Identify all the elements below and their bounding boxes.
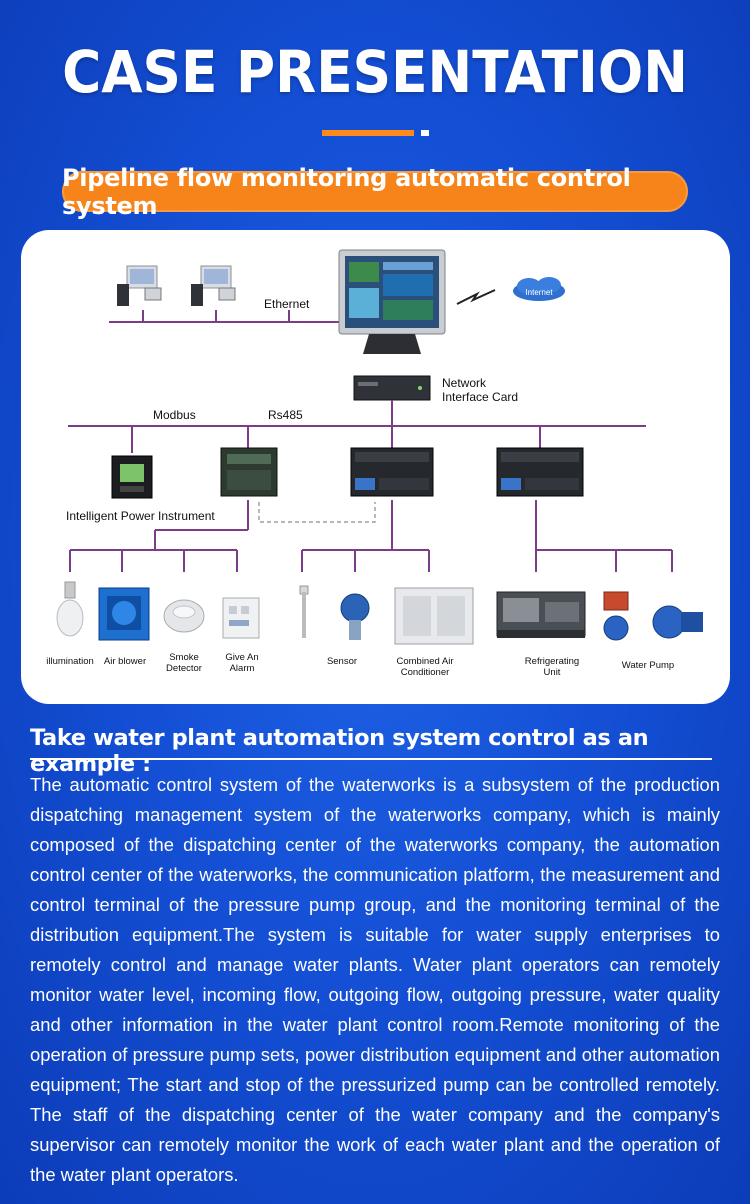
power-meter-icon bbox=[111, 455, 153, 499]
subtitle-pill: Pipeline flow monitoring automatic contr… bbox=[62, 164, 688, 220]
modbus-label: Modbus bbox=[153, 408, 196, 422]
alarm-label-line1: Give An bbox=[225, 652, 259, 663]
sensor-label: Sensor bbox=[326, 656, 358, 667]
title-underline-bar bbox=[322, 130, 414, 136]
power-instrument-label: Intelligent Power Instrument bbox=[66, 509, 215, 523]
smoke-detector-label-line1: Smoke bbox=[169, 652, 199, 663]
control-monitor-icon bbox=[338, 249, 446, 354]
alarm-label-line2: Alarm bbox=[229, 663, 255, 674]
smoke-detector-icon bbox=[163, 599, 205, 633]
network-card-label-line2: Interface Card bbox=[442, 390, 519, 404]
title-underline-dot bbox=[421, 130, 429, 136]
page-title: CASE PRESENTATION bbox=[62, 38, 688, 106]
air-blower-label: Air blower bbox=[103, 656, 147, 667]
device-branch-middle bbox=[301, 500, 430, 572]
system-diagram: Internet bbox=[56, 249, 703, 645]
workstation-icon bbox=[191, 265, 236, 306]
air-conditioner-label-line2: Conditioner bbox=[400, 667, 450, 678]
plc-controller-icon bbox=[496, 447, 584, 497]
network-interface-card-icon bbox=[353, 375, 431, 401]
article-heading: Take water plant automation system contr… bbox=[30, 725, 649, 777]
modbus-bus bbox=[68, 425, 646, 453]
alarm-panel-icon bbox=[222, 597, 260, 639]
ethernet-label: Ethernet bbox=[264, 297, 310, 311]
air-conditioner-icon bbox=[394, 587, 474, 645]
device-branch-right bbox=[535, 500, 673, 572]
device-branch-left bbox=[69, 500, 249, 572]
wireless-link-icon bbox=[456, 289, 496, 305]
sensor-icon bbox=[299, 585, 309, 638]
refrigerating-label-line1: Refrigerating bbox=[524, 656, 580, 667]
workstation-icon bbox=[117, 265, 162, 306]
heading-underline bbox=[30, 758, 712, 760]
light-bulb-icon bbox=[56, 581, 84, 637]
article-body: The automatic control system of the wate… bbox=[30, 774, 720, 1185]
internet-cloud-icon: Internet bbox=[513, 277, 565, 301]
refrigerating-label-line2: Unit bbox=[543, 667, 561, 678]
rs485-label: Rs485 bbox=[268, 408, 303, 422]
dashed-link bbox=[258, 502, 376, 523]
valve-icon bbox=[603, 591, 629, 641]
water-pump-label: Water Pump bbox=[621, 660, 675, 671]
controller-module-icon bbox=[220, 447, 278, 497]
pressure-transmitter-icon bbox=[340, 593, 370, 640]
air-blower-icon bbox=[98, 587, 150, 641]
network-card-label-line1: Network bbox=[442, 376, 487, 390]
air-conditioner-label-line1: Combined Air bbox=[396, 656, 454, 667]
illumination-label: illumination bbox=[46, 656, 94, 667]
refrigerating-unit-icon bbox=[496, 591, 586, 638]
internet-label: Internet bbox=[525, 288, 553, 297]
smoke-detector-label-line2: Detector bbox=[166, 663, 202, 674]
water-pump-icon bbox=[652, 605, 703, 639]
plc-controller-icon bbox=[350, 447, 434, 497]
system-diagram-panel: Internet bbox=[21, 230, 730, 704]
